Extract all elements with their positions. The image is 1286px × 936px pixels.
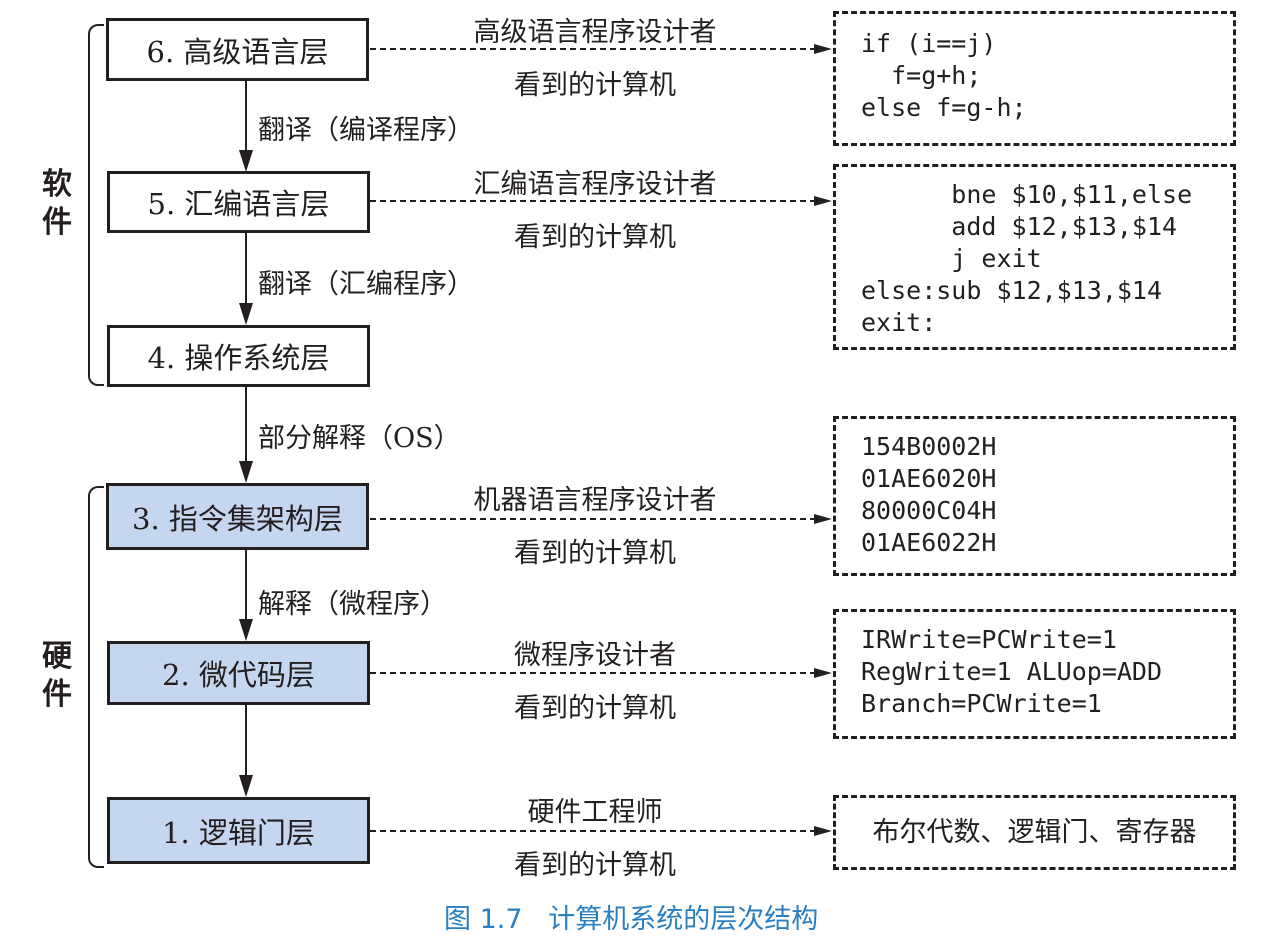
layer-3-instruction-set-architecture: 3. 指令集架构层 [106,483,369,550]
layer-1-logic-gate: 1. 逻辑门层 [107,797,370,864]
hardware-bracket [88,486,104,868]
viewer-line1: 汇编语言程序设计者 [473,169,717,200]
viewer-line2: 看到的计算机 [514,693,676,724]
layer-6-high-level-language: 6. 高级语言层 [106,18,369,81]
view-arrow-6-head [814,44,832,54]
code-text: 154B0002H 01AE6020H 80000C04H 01AE6022H [861,432,997,557]
layer-label: 3. 指令集架构层 [132,501,343,536]
arrow-4-to-3-head [239,461,253,483]
viewer-line2: 看到的计算机 [514,850,676,881]
transition-label-compile: 翻译（编译程序） [258,115,474,146]
layer-label: 5. 汇编语言层 [147,187,330,221]
viewer-line1: 机器语言程序设计者 [473,485,717,516]
viewer-line2: 看到的计算机 [514,538,676,569]
software-bracket [88,24,104,386]
code-box-microcode: IRWrite=PCWrite=1 RegWrite=1 ALUop=ADD B… [833,609,1236,739]
code-text: bne $10,$11,else add $12,$13,$14 j exit … [861,180,1193,337]
view-arrow-2-line [370,672,816,674]
viewer-line2: 看到的计算机 [514,222,676,253]
viewer-line2: 看到的计算机 [514,70,676,101]
code-text: 布尔代数、逻辑门、寄存器 [872,816,1197,848]
view-arrow-2-head [814,668,832,678]
layer-label: 4. 操作系统层 [147,341,330,375]
viewer-line1: 高级语言程序设计者 [473,17,717,48]
arrow-2-to-1-head [239,775,253,797]
arrow-3-to-2-head [239,619,253,641]
view-arrow-3-head [814,514,832,524]
transition-label-microprogram: 解释（微程序） [258,589,447,620]
code-box-high-level: if (i==j) f=g+h; else f=g-h; [833,11,1236,146]
layer-5-assembly-language: 5. 汇编语言层 [107,171,370,233]
layer-label: 2. 微代码层 [162,658,315,692]
view-arrow-5-line [370,200,816,202]
code-box-logic-gate: 布尔代数、逻辑门、寄存器 [833,795,1236,870]
layer-2-microcode: 2. 微代码层 [107,641,370,705]
viewer-label-5: 汇编语言程序设计者 看到的计算机 [470,162,720,254]
viewer-label-2: 微程序设计者 看到的计算机 [470,633,720,725]
viewer-line1: 微程序设计者 [514,640,676,671]
software-group-label: 软 件 [42,167,72,240]
viewer-label-1: 硬件工程师 看到的计算机 [470,790,720,882]
layer-4-operating-system: 4. 操作系统层 [107,325,370,387]
arrow-2-to-1-line [245,705,247,775]
code-text: if (i==j) f=g+h; else f=g-h; [861,29,1027,122]
arrow-4-to-3-line [245,387,247,461]
transition-label-os-interpret: 部分解释（OS） [258,423,461,454]
viewer-label-6: 高级语言程序设计者 看到的计算机 [470,10,720,102]
viewer-line1: 硬件工程师 [527,797,663,828]
transition-label-assemble: 翻译（汇编程序） [258,269,474,300]
code-text: IRWrite=PCWrite=1 RegWrite=1 ALUop=ADD B… [861,625,1163,718]
arrow-6-to-5-line [245,81,247,151]
view-arrow-1-head [814,826,832,836]
arrow-5-to-4-head [239,303,253,325]
view-arrow-3-line [370,518,816,520]
viewer-label-3: 机器语言程序设计者 看到的计算机 [470,478,720,570]
arrow-6-to-5-head [239,150,253,172]
view-arrow-5-head [814,196,832,206]
layer-label: 1. 逻辑门层 [162,815,315,850]
code-box-assembly: bne $10,$11,else add $12,$13,$14 j exit … [833,164,1236,350]
arrow-3-to-2-line [245,550,247,620]
view-arrow-1-line [370,830,816,832]
layer-label: 6. 高级语言层 [146,34,329,69]
arrow-5-to-4-line [245,233,247,303]
figure-caption: 图 1.7 计算机系统的层次结构 [444,904,819,935]
hardware-group-label: 硬 件 [42,639,72,712]
view-arrow-6-line [370,48,816,50]
code-box-machine-code: 154B0002H 01AE6020H 80000C04H 01AE6022H [833,416,1236,576]
